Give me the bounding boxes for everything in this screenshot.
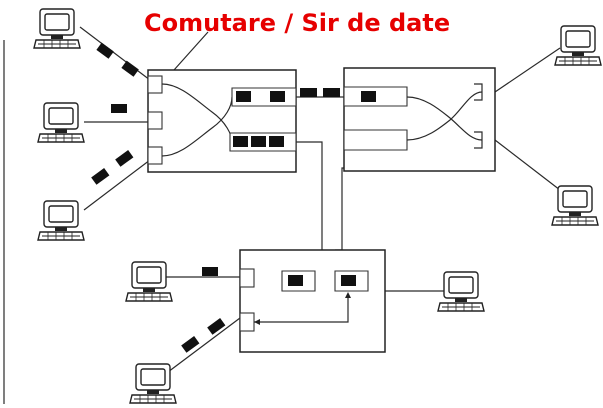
port	[147, 111, 163, 130]
diagram-title: Comutare / Sir de date	[144, 9, 450, 37]
packet	[341, 275, 356, 286]
computer-icon	[33, 8, 81, 49]
computer-icon	[554, 25, 602, 66]
computer-icon	[551, 185, 599, 226]
packet	[288, 275, 303, 286]
computer-icon	[125, 261, 173, 302]
packet	[233, 136, 248, 147]
port	[147, 146, 163, 165]
computer-icon	[437, 271, 485, 312]
packet	[251, 136, 266, 147]
computer-icon	[37, 102, 85, 143]
packet	[236, 91, 251, 102]
switch-node-bottom	[239, 249, 386, 353]
switch-node-right	[343, 67, 496, 172]
computer-icon	[129, 363, 177, 404]
port	[147, 75, 163, 94]
computer-icon	[37, 200, 85, 241]
packet	[361, 91, 376, 102]
port	[239, 312, 255, 332]
switch-node-left	[147, 69, 297, 173]
packet	[270, 91, 285, 102]
packet	[269, 136, 284, 147]
port	[239, 268, 255, 288]
packets-in-transit	[91, 42, 340, 353]
